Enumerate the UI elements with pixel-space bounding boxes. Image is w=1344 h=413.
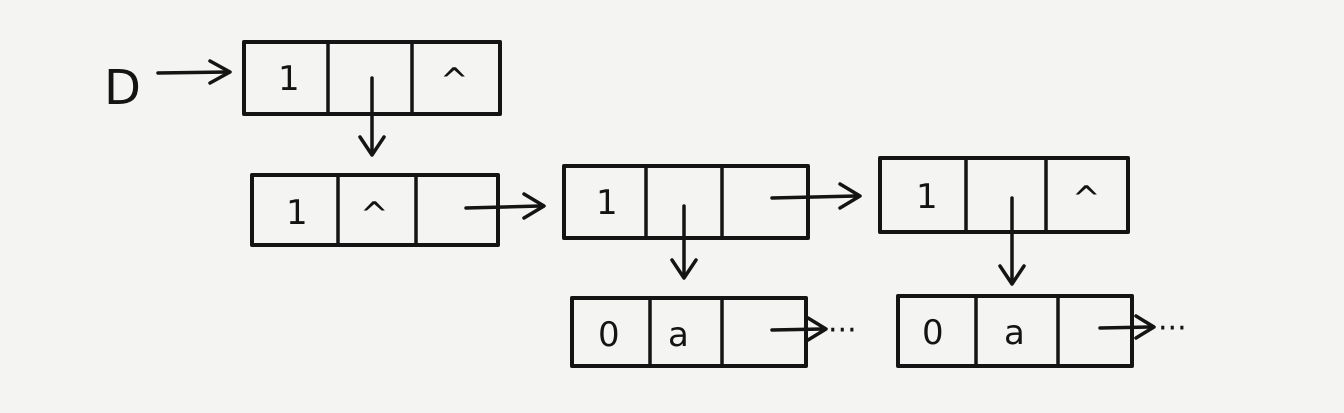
level1-node-2-down-arrow <box>670 204 698 280</box>
leaf-node-2-continuation: ··· <box>1158 311 1187 346</box>
level1-node-3-tag: 1 <box>916 177 938 217</box>
leaf-node-1: 0 a ··· <box>570 296 857 368</box>
head-pointer-label: D <box>104 60 141 116</box>
top-node-next-null: ^ <box>440 61 469 101</box>
leaf-node-2: 0 a ··· <box>896 294 1187 368</box>
leaf-node-1-box <box>570 296 808 368</box>
level1-node-2-tag: 1 <box>596 183 618 223</box>
top-node: 1 ^ <box>242 40 502 157</box>
level1-node-3-next-null: ^ <box>1072 179 1101 219</box>
leaf-node-1-tag: 0 <box>598 315 620 355</box>
top-node-down-arrow <box>358 76 386 157</box>
level1-node-2-next-arrow <box>770 182 862 210</box>
level1-node-3-down-arrow <box>998 196 1026 286</box>
top-node-tag: 1 <box>278 59 300 99</box>
level1-node-2-box <box>562 164 810 240</box>
leaf-node-1-next-arrow <box>770 316 828 342</box>
leaf-node-2-data: a <box>1004 313 1025 353</box>
leaf-node-2-next-arrow <box>1098 314 1156 340</box>
head-pointer-arrow <box>156 59 232 85</box>
leaf-node-2-tag: 0 <box>922 313 944 353</box>
level1-node-1: 1 ^ <box>250 173 546 247</box>
level1-node-2: 1 <box>562 164 862 280</box>
leaf-node-1-continuation: ··· <box>828 313 857 348</box>
level1-node-3: 1 ^ <box>878 156 1130 286</box>
level1-node-3-box <box>878 156 1130 234</box>
level1-node-1-value-null: ^ <box>360 195 389 235</box>
level1-node-1-next-arrow <box>464 192 546 220</box>
level1-node-1-tag: 1 <box>286 193 308 233</box>
leaf-node-2-box <box>896 294 1134 368</box>
level1-node-1-box <box>250 173 500 247</box>
leaf-node-1-data: a <box>668 315 689 355</box>
